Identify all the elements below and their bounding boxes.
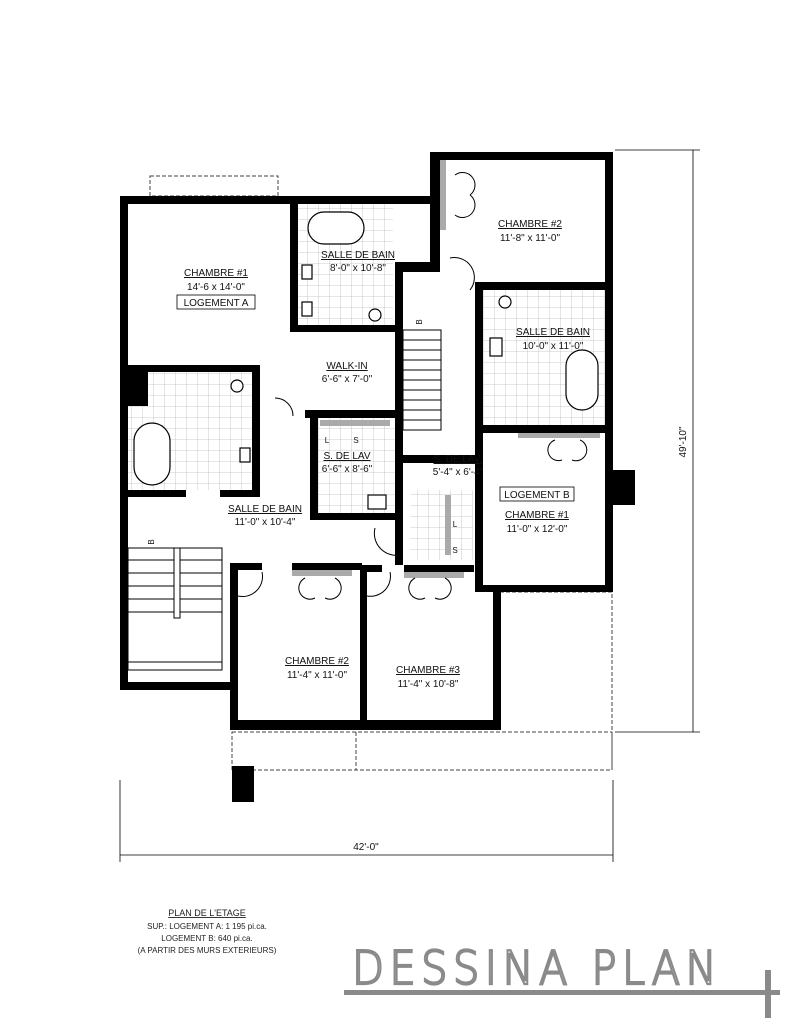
- toilet-icon: [498, 295, 512, 309]
- dryer-mark: S: [353, 436, 358, 445]
- closet-doors: [298, 577, 342, 600]
- dessina-plan-logo: DESSINA PLAN: [344, 940, 780, 1018]
- dimension-lines: [119, 149, 700, 862]
- room-size: 10'-0" x 11'-0": [523, 341, 584, 352]
- room-name: S. DE LAV: [323, 451, 370, 462]
- washer-mark: L: [453, 520, 458, 529]
- stair-mark: B: [147, 539, 156, 544]
- room-size: 11'-4" x 10'-8": [398, 679, 459, 690]
- stairs: [127, 329, 442, 671]
- room-size: 6'-6" x 7'-0": [322, 374, 373, 385]
- closet-shelves: [292, 160, 600, 578]
- notes-line: SUP.: LOGEMENT A: 1 195 pi.ca.: [147, 922, 267, 931]
- room-name: S. DE LAV.: [434, 454, 483, 465]
- sink-icon: [489, 337, 503, 357]
- bathtub-icon: [307, 211, 365, 245]
- fixtures: [133, 211, 599, 510]
- room-name: CHAMBRE #3: [396, 665, 460, 676]
- room-size: 6'-6" x 8'-6": [322, 464, 373, 475]
- room-size: 11'-0" x 12'-0": [507, 524, 568, 535]
- room-name: CHAMBRE #2: [285, 656, 349, 667]
- washer-mark: L: [325, 436, 330, 445]
- room-name: SALLE DE BAIN: [321, 250, 395, 261]
- door-swing: [449, 257, 475, 291]
- bathtub-icon: [565, 349, 599, 411]
- sink-icon: [301, 301, 313, 317]
- balcony-top: [149, 175, 279, 197]
- room-name: SALLE DE BAIN: [516, 327, 590, 338]
- door-swing: [274, 397, 294, 417]
- door-swing: [366, 571, 391, 597]
- door-swing: [373, 527, 401, 556]
- doors: [237, 172, 588, 600]
- notes-line: LOGEMENT B: 640 pi.ca.: [161, 934, 252, 943]
- closet-doors: [408, 577, 452, 600]
- room-name: CHAMBRE #2: [498, 219, 562, 230]
- sink-icon: [367, 494, 387, 510]
- sink-icon: [239, 447, 251, 463]
- bathtub-icon: [133, 422, 171, 486]
- room-size: 8'-0" x 10'-8": [330, 263, 386, 274]
- notes-title: PLAN DE L'ETAGE: [168, 908, 246, 918]
- door-swing: [237, 571, 263, 597]
- logo-text: DESSINA PLAN: [352, 941, 722, 995]
- room-size: 14'-6 x 14'-0": [187, 282, 245, 293]
- room-name: WALK-IN: [326, 361, 367, 372]
- tile-laundry-b: [410, 490, 473, 560]
- plan-notes: PLAN DE L'ETAGE SUP.: LOGEMENT A: 1 195 …: [138, 908, 277, 955]
- room-name: CHAMBRE #1: [184, 268, 248, 279]
- terrace: [500, 591, 613, 770]
- depth-dimension: 49'-10": [678, 426, 689, 457]
- dryer-mark: S: [452, 546, 457, 555]
- room-size: 11'-8" x 11'-0": [500, 233, 560, 244]
- unit-tag: LOGEMENT B: [504, 490, 570, 501]
- toilet-icon: [230, 379, 244, 393]
- width-dimension: 42'-0": [353, 842, 379, 853]
- closet-doors: [454, 172, 476, 218]
- closet-doors: [547, 439, 588, 462]
- room-size: 11'-4" x 11'-0": [287, 670, 347, 681]
- notes-line: (A PARTIR DES MURS EXTERIEURS): [138, 946, 277, 955]
- room-name: CHAMBRE #1: [505, 510, 569, 521]
- room-name: SALLE DE BAIN: [228, 504, 302, 515]
- porch: [231, 731, 613, 771]
- toilet-icon: [368, 308, 382, 322]
- room-size: 11'-0" x 10'-4": [235, 517, 296, 528]
- room-size: 5'-4" x 6'-4": [433, 467, 484, 478]
- stair-mark: B: [415, 319, 424, 324]
- room-labels: CHAMBRE #1 14'-6 x 14'-0" LOGEMENT A SAL…: [147, 219, 590, 690]
- sink-icon: [301, 264, 313, 280]
- unit-tag: LOGEMENT A: [184, 298, 249, 309]
- walls: [120, 152, 635, 802]
